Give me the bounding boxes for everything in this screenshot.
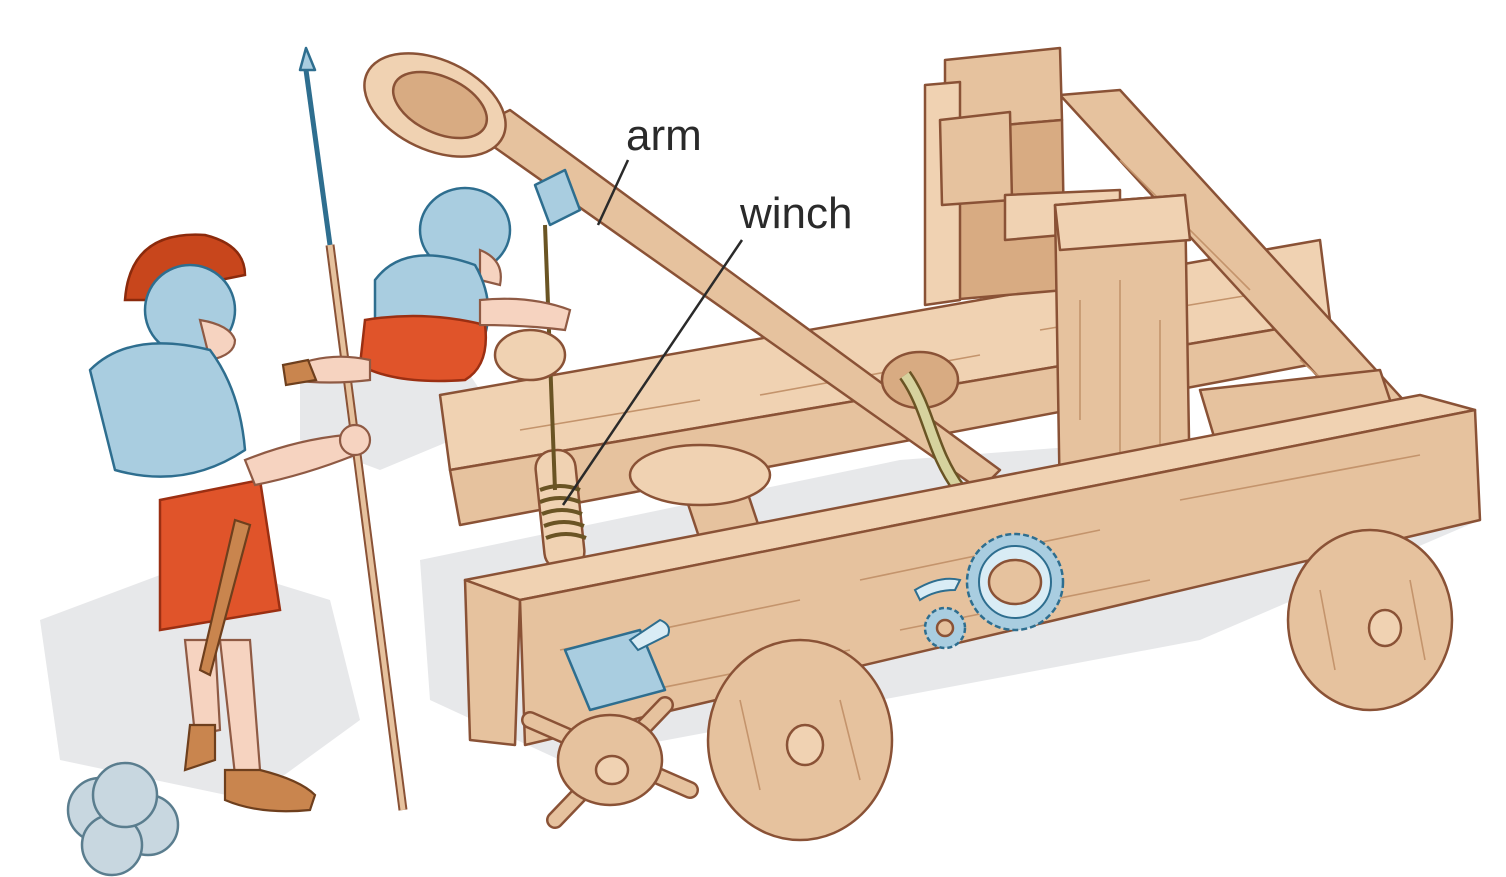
label-winch: winch: [561, 189, 853, 506]
label-arm: arm: [596, 111, 702, 226]
winch-label: winch: [739, 189, 853, 238]
spear: [298, 46, 408, 811]
arm-label: arm: [626, 111, 702, 160]
stone-balls: [66, 761, 180, 877]
arm-collar: [533, 168, 582, 227]
capstan: [521, 618, 699, 829]
uprights: [923, 46, 1192, 512]
wheels: [706, 528, 1454, 842]
soldier-kneeling: [281, 186, 572, 387]
torsion-rope: [880, 350, 966, 495]
arm-leader-line: [596, 159, 630, 226]
crossbeam: [628, 368, 1402, 542]
catapult-arm: [363, 52, 1002, 492]
winch-leader-line: [561, 239, 744, 506]
ratchet-gears: [913, 532, 1065, 650]
soldier-standing: [88, 233, 372, 813]
